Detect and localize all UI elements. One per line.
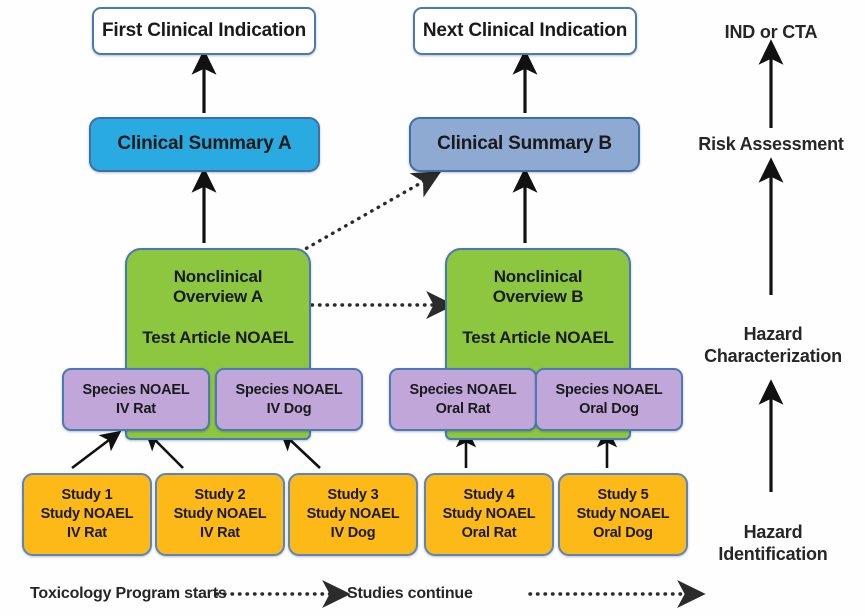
nonclinical-overview-a-title: Nonclinical Overview A [173, 267, 263, 307]
box-species-noael-oral-dog[interactable]: Species NOAEL Oral Dog [535, 368, 683, 431]
box-clinical-summary-a[interactable]: Clinical Summary A [89, 117, 320, 172]
studies-continue-text: Studies continue [347, 585, 473, 602]
species-oral-dog-line2: Oral Dog [579, 400, 639, 417]
risk-assessment-text: Risk Assessment [698, 134, 844, 154]
first-clinical-indication-label: First Clinical Indication [101, 19, 307, 41]
box-study-3[interactable]: Study 3 Study NOAEL IV Dog [288, 473, 418, 556]
species-oral-dog-line1: Species NOAEL [555, 382, 663, 399]
study-1-line3: IV Rat [67, 524, 107, 541]
next-clinical-indication-label: Next Clinical Indication [422, 19, 628, 41]
box-study-4[interactable]: Study 4 Study NOAEL Oral Rat [424, 473, 554, 556]
species-oral-rat-line2: Oral Rat [435, 400, 491, 417]
study-3-line1: Study 3 [327, 487, 379, 504]
study-4-line1: Study 4 [463, 487, 515, 504]
box-study-2[interactable]: Study 2 Study NOAEL IV Rat [155, 473, 285, 556]
study-2-line2: Study NOAEL [173, 506, 267, 523]
dotted-arrow-overview-a-to-summary-b [298, 171, 442, 254]
box-species-noael-iv-dog[interactable]: Species NOAEL IV Dog [215, 368, 363, 431]
box-species-noael-oral-rat[interactable]: Species NOAEL Oral Rat [389, 368, 537, 431]
stage-label-hazard-characterization: Hazard Characterization [681, 302, 865, 368]
study-1-line1: Study 1 [61, 487, 113, 504]
nonclinical-overview-a-subtitle: Test Article NOAEL [142, 328, 294, 348]
ind-or-cta-text: IND or CTA [724, 22, 818, 42]
box-species-noael-iv-rat[interactable]: Species NOAEL IV Rat [62, 368, 210, 431]
clinical-summary-a-label: Clinical Summary A [117, 133, 292, 155]
species-iv-dog-line2: IV Dog [266, 400, 312, 417]
study-2-line1: Study 2 [194, 487, 246, 504]
box-first-clinical-indication[interactable]: First Clinical Indication [92, 7, 316, 55]
nonclinical-overview-b-subtitle: Test Article NOAEL [462, 328, 614, 348]
species-iv-rat-line2: IV Rat [116, 400, 156, 417]
stage-label-ind-or-cta: IND or CTA [681, 22, 861, 44]
study-1-line2: Study NOAEL [40, 506, 134, 523]
box-study-5[interactable]: Study 5 Study NOAEL Oral Dog [558, 473, 688, 556]
species-iv-rat-line1: Species NOAEL [82, 382, 190, 399]
study-5-line3: Oral Dog [593, 524, 653, 541]
study-3-line3: IV Dog [330, 524, 376, 541]
arrow-study-3-to-species-iv-dog [279, 429, 321, 469]
box-study-1[interactable]: Study 1 Study NOAEL IV Rat [22, 473, 152, 556]
study-2-line3: IV Rat [200, 524, 240, 541]
stage-label-hazard-identification: Hazard Identification [681, 500, 865, 566]
toxicology-program-starts-text: Toxicology Program starts [30, 585, 227, 602]
study-5-line1: Study 5 [597, 487, 649, 504]
hazard-identification-text: Hazard Identification [718, 521, 828, 564]
box-clinical-summary-b[interactable]: Clinical Summary B [409, 117, 640, 172]
footer-toxicology-program-starts: Toxicology Program starts [30, 585, 227, 603]
hazard-characterization-text: Hazard Characterization [704, 323, 842, 366]
arrow-study-1-to-species-iv-rat [71, 430, 122, 470]
species-iv-dog-line1: Species NOAEL [235, 382, 343, 399]
species-oral-rat-line1: Species NOAEL [409, 382, 517, 399]
stage-label-risk-assessment: Risk Assessment [681, 134, 861, 156]
study-4-line3: Oral Rat [461, 524, 517, 541]
clinical-summary-b-label: Clinical Summary B [437, 133, 612, 155]
arrow-study-2-to-species-iv-rat [144, 429, 184, 469]
box-next-clinical-indication[interactable]: Next Clinical Indication [413, 7, 637, 55]
study-3-line2: Study NOAEL [306, 506, 400, 523]
footer-studies-continue: Studies continue [347, 585, 473, 603]
nonclinical-overview-b-title: Nonclinical Overview B [492, 267, 584, 307]
study-5-line2: Study NOAEL [576, 506, 670, 523]
study-4-line2: Study NOAEL [442, 506, 536, 523]
